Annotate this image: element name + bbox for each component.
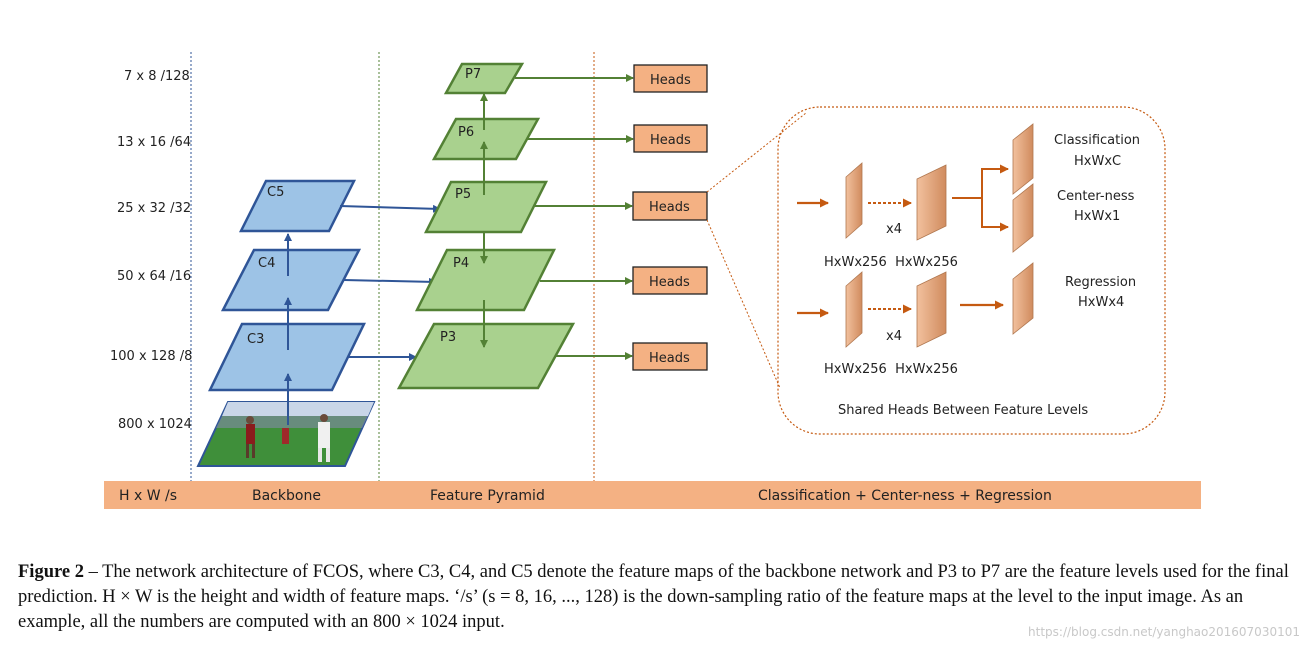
regression-dim-label: HxWx4 <box>1078 295 1124 310</box>
figure-caption: Figure 2 – The network architecture of F… <box>18 560 1290 635</box>
arrow-c5-to-p5 <box>339 204 441 213</box>
pyramid-p4-label: P4 <box>453 256 469 271</box>
backbone-c3 <box>208 322 366 392</box>
scale-label-p6: 13 x 16 /64 <box>117 135 191 150</box>
scale-label-p7: 7 x 8 /128 <box>124 69 190 84</box>
repeat-label-bottom: x4 <box>886 329 902 344</box>
bottom-bar-heads-label: Classification + Center-ness + Regressio… <box>758 488 1052 504</box>
conv-block <box>916 271 947 348</box>
shared-heads-panel <box>777 106 1166 435</box>
backbone-c4-label: C4 <box>258 256 275 271</box>
classification-label: Classification <box>1054 133 1140 148</box>
heads-box-p4: Heads <box>632 266 708 295</box>
heads-box-p7: Heads <box>633 64 708 93</box>
centerness-label: Center-ness <box>1057 189 1135 204</box>
heads-box-label: Heads <box>650 73 691 88</box>
pyramid-p4 <box>414 248 557 312</box>
classification-dim-label: HxWxC <box>1074 154 1121 169</box>
scale-label-p4: 50 x 64 /16 <box>117 269 191 284</box>
dims-label-bottom: HxWx256 HxWx256 <box>824 362 958 377</box>
figure-caption-label: Figure 2 <box>18 562 84 582</box>
heads-box-label: Heads <box>649 200 690 215</box>
shared-heads-title: Shared Heads Between Feature Levels <box>838 403 1088 418</box>
pyramid-p7-label: P7 <box>465 67 481 82</box>
bottom-bar <box>104 481 1201 509</box>
backbone-c5-label: C5 <box>267 185 284 200</box>
centerness-dim-label: HxWx1 <box>1074 209 1120 224</box>
pyramid-p3 <box>396 322 576 390</box>
heads-box-label: Heads <box>649 351 690 366</box>
dims-label-top: HxWx256 HxWx256 <box>824 255 958 270</box>
conv-block <box>845 271 863 348</box>
pyramid-p5 <box>423 180 549 234</box>
pyramid-p7 <box>443 62 525 95</box>
bottom-bar-scale-label: H x W /s <box>119 488 177 504</box>
arrow-c4-to-p4 <box>343 277 437 286</box>
bottom-bar-pyramid-label: Feature Pyramid <box>430 488 545 504</box>
classification-output-block <box>1012 123 1034 195</box>
conv-block <box>916 164 947 241</box>
heads-box-p5: Heads <box>632 191 708 221</box>
conv-block <box>845 162 863 239</box>
regression-output-block <box>1012 262 1034 335</box>
pyramid-p6-label: P6 <box>458 125 474 140</box>
scale-label-p3: 100 x 128 /8 <box>110 349 192 364</box>
heads-box-p6: Heads <box>633 124 708 153</box>
zoom-connector-top <box>706 112 807 193</box>
split-connector <box>981 198 1009 232</box>
backbone-c4 <box>220 248 362 312</box>
backbone-c5 <box>238 179 357 233</box>
input-image <box>196 401 376 467</box>
heads-box-label: Heads <box>650 133 691 148</box>
regression-label: Regression <box>1065 275 1136 290</box>
fcos-architecture-diagram: 7 x 8 /128 13 x 16 /64 25 x 32 /32 50 x … <box>104 52 1201 509</box>
heads-box-p3: Heads <box>632 342 708 371</box>
scale-label-input: 800 x 1024 <box>118 417 192 432</box>
pyramid-p3-label: P3 <box>440 330 456 345</box>
split-connector <box>952 164 1009 199</box>
bottom-bar-backbone-label: Backbone <box>252 488 321 504</box>
backbone-c3-label: C3 <box>247 332 264 347</box>
watermark: https://blog.csdn.net/yanghao20160703010… <box>1028 625 1300 639</box>
figure-caption-text: – The network architecture of FCOS, wher… <box>18 562 1289 632</box>
pyramid-p6 <box>431 117 541 161</box>
zoom-connector-bottom <box>706 219 781 389</box>
pyramid-p5-label: P5 <box>455 187 471 202</box>
heads-box-label: Heads <box>649 275 690 290</box>
scale-label-p5: 25 x 32 /32 <box>117 201 191 216</box>
centerness-output-block <box>1012 183 1034 253</box>
repeat-label-top: x4 <box>886 222 902 237</box>
